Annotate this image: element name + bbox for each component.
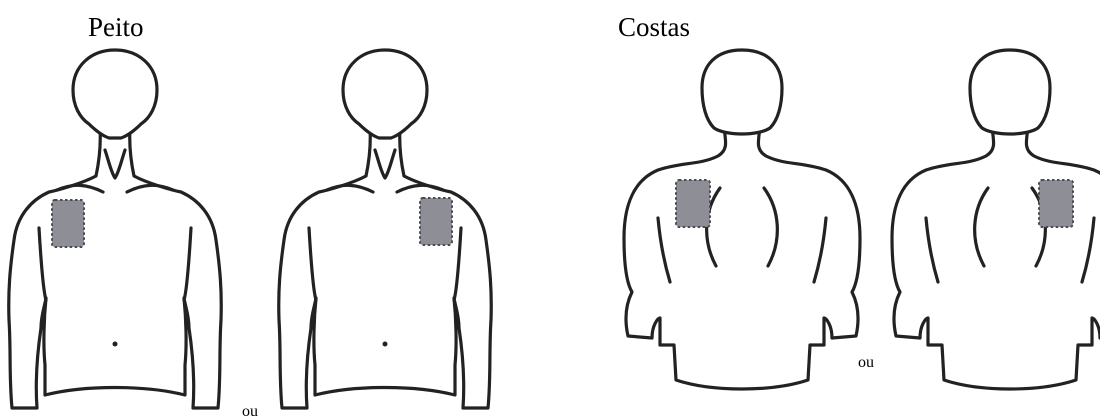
electrode-pad: [420, 198, 452, 245]
navel-mark: [383, 342, 388, 347]
front-body-outline: [9, 50, 222, 408]
electrode-pad: [1039, 180, 1073, 227]
or-label-back: ou: [858, 355, 874, 371]
front-body-outline: [279, 50, 492, 408]
back-figure-left: [624, 50, 860, 389]
back-figure-right: [892, 50, 1100, 389]
back-body-outline: [624, 50, 860, 389]
chest-figure-right: [279, 50, 492, 408]
electrode-pad: [676, 180, 710, 227]
electrode-pad: [52, 200, 84, 247]
navel-mark: [113, 342, 118, 347]
chest-figure-left: [9, 50, 222, 408]
or-label-chest: ou: [242, 404, 258, 420]
